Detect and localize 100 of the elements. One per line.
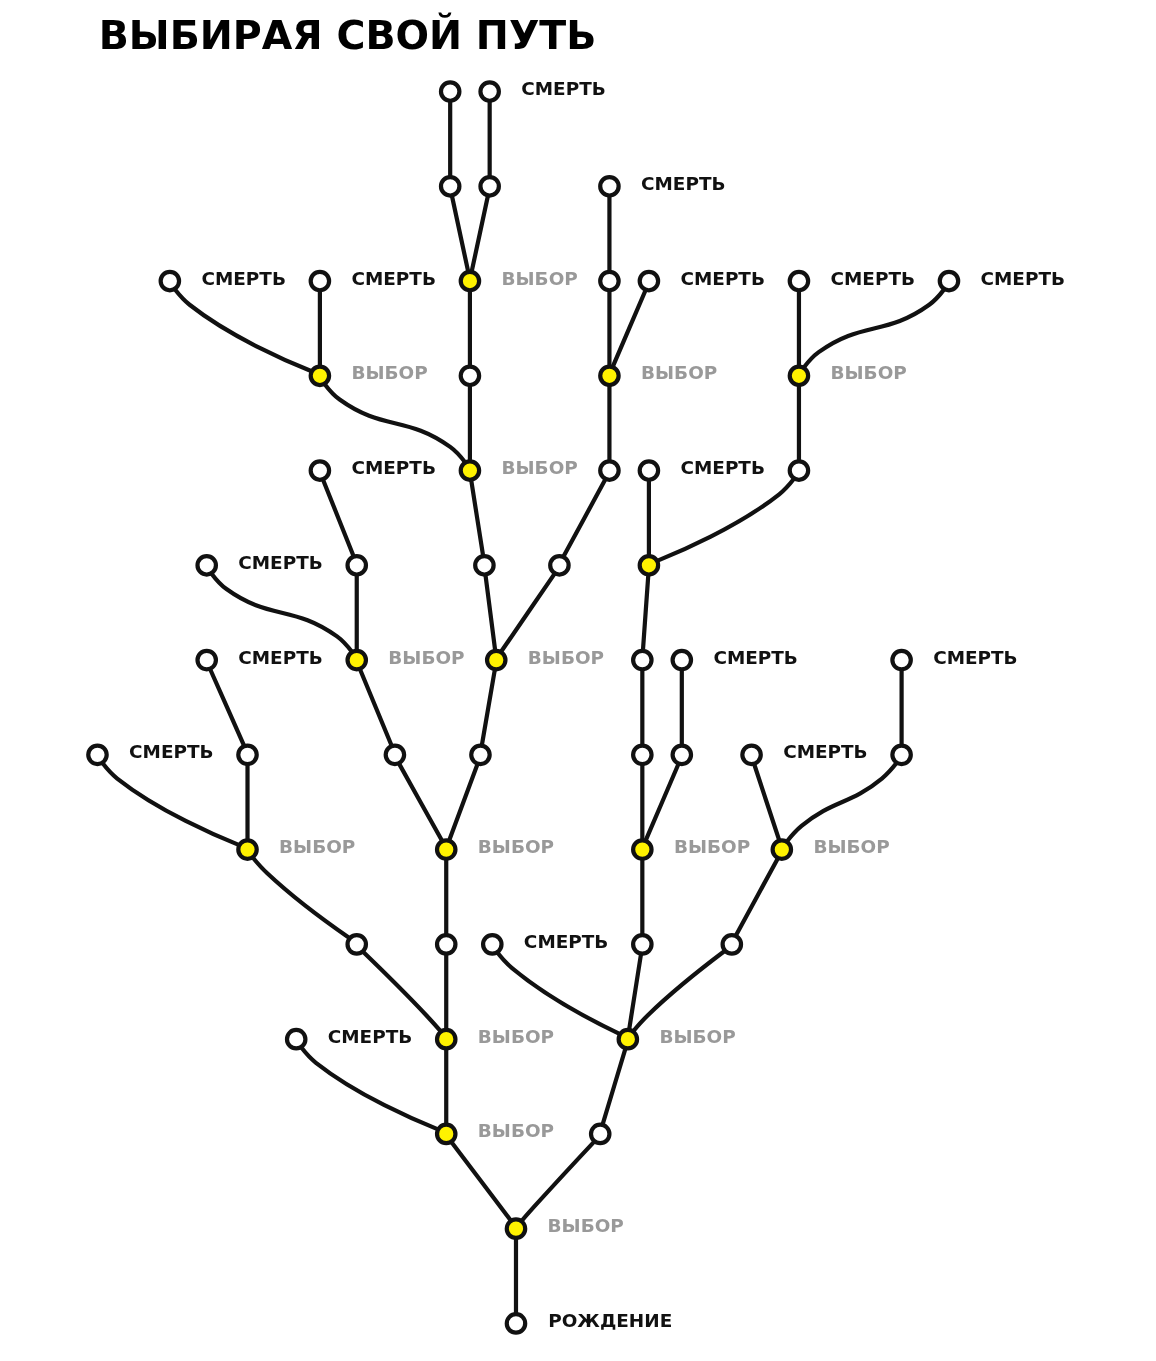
node-label: СМЕРТЬ [237,551,323,573]
connector [495,951,621,1037]
node-circle [308,269,331,293]
node-label: РОЖДЕНИЕ [547,1309,672,1331]
connector [679,669,684,746]
node-circle [158,269,181,293]
connector [643,763,680,842]
connector [631,949,726,1033]
node-circle [468,743,492,767]
node-circle [308,459,331,482]
node-label: СМЕРТЬ [680,457,765,479]
connector [207,667,246,747]
node-label: СМЕРТЬ [327,1025,412,1047]
connector [784,761,898,843]
connector [751,763,781,842]
node-circle [637,459,660,482]
node-circle [637,269,660,293]
node-circle [434,838,458,861]
connector [646,480,651,556]
node-circle [477,80,501,103]
connector [250,856,351,940]
node-label: ВЫБОР [477,836,554,858]
node-label: СМЕРТЬ [350,457,436,479]
connector [639,669,644,746]
node-circle [630,838,654,861]
connector [610,289,647,368]
node-circle [308,364,331,388]
connector [733,857,780,937]
node-circle [344,933,368,956]
node-circle [434,1122,458,1146]
node-label: ВЫБОР [830,362,907,384]
node-label: ВЫБОР [387,646,465,668]
connector [606,290,612,366]
connector [172,287,312,374]
node-label: СМЕРТЬ [712,646,798,668]
node-circle [616,1027,639,1051]
node-circle [235,838,259,861]
node-label: СМЕРТЬ [520,78,606,100]
node-circle [383,743,406,767]
node-label: ВЫБОР [477,1120,554,1142]
connector [639,764,644,840]
connector [482,574,497,652]
node-label: СМЕРТЬ [980,267,1065,289]
node-circle [484,648,508,672]
connector [447,101,452,177]
node-circle [720,933,743,956]
connector [244,764,250,840]
node-circle [434,1027,458,1051]
connector [449,195,470,273]
node-circle [937,269,960,293]
node-label: ВЫБОР [640,362,717,384]
node-circle [787,459,810,482]
node-circle [85,743,109,767]
node-circle [235,743,259,767]
connector [796,290,801,366]
connector [361,950,442,1033]
connector [796,385,801,461]
connector [100,761,240,848]
connector [606,385,612,461]
node-label: ВЫБОР [658,1025,736,1047]
connector [600,1047,627,1126]
node-circle [787,364,810,388]
connector [626,953,643,1031]
connector [322,382,467,464]
connector [606,195,612,272]
node-circle [889,648,913,672]
node-circle [739,743,763,767]
node-label: ВЫБОР [812,836,890,858]
node-label: ВЫБОР [501,267,578,289]
connector [357,668,394,747]
connector [519,1139,596,1223]
connector [449,1140,513,1222]
node-circle [597,175,621,198]
connector [469,195,490,273]
connector [317,290,322,366]
node-circle [670,648,693,672]
node-label: СМЕРТЬ [782,741,868,763]
node-circle [477,175,501,198]
node-circle [547,554,571,577]
connector [487,101,492,177]
node-circle [770,838,793,861]
connector [443,859,448,935]
connector [640,574,650,651]
node-label: ВЫБОР [350,362,428,384]
connector [443,1048,448,1125]
connector [655,477,796,563]
node-circle [787,269,810,293]
node-label: СМЕРТЬ [640,172,725,194]
node-label: СМЕРТЬ [200,267,286,289]
node-label: СМЕРТЬ [128,741,214,763]
node-circle [889,743,913,767]
node-label: СМЕРТЬ [680,267,765,289]
node-circle [597,364,621,388]
node-circle [434,933,458,956]
node-label: СМЕРТЬ [830,267,915,289]
connector [801,288,946,369]
node-label: СМЕРТЬ [237,646,323,668]
node-label: ВЫБОР [527,646,604,668]
connector [899,669,904,746]
node-circle [344,554,368,577]
